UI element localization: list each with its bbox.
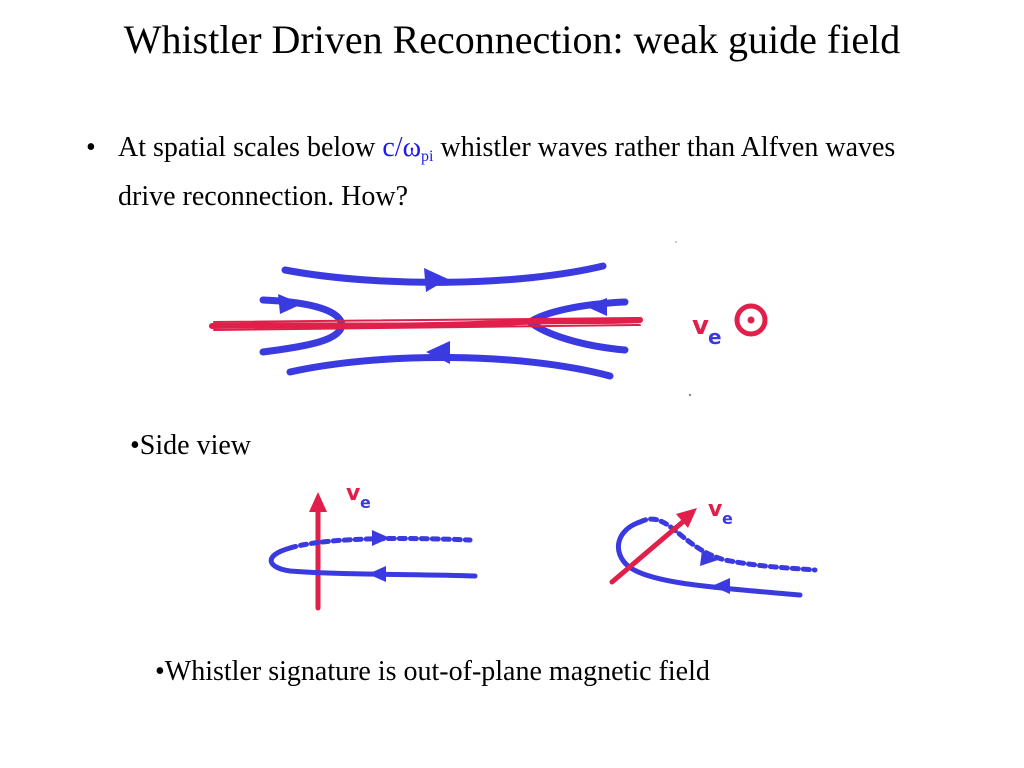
right-velocity-arrowhead: [676, 508, 697, 528]
bullet-text: At spatial scales below c/ωpi whistler w…: [118, 128, 908, 217]
upper-field-arrow: [424, 268, 448, 292]
left-solid-field-line: [268, 545, 478, 579]
bullet-marker: •: [86, 132, 96, 163]
current-sheet-texture: [213, 317, 641, 331]
right-velocity-label-subscript: e: [722, 509, 733, 528]
right-solid-arrow: [712, 578, 730, 594]
out-of-plane-dot-icon: [747, 316, 755, 324]
right-dotted-arrow: [700, 550, 718, 566]
inverse-plasma-frequency-symbol: c/ωpi: [382, 132, 434, 165]
whistler-signature-caption: •Whistler signature is out-of-plane magn…: [155, 656, 710, 687]
right-velocity-arrow-shaft: [609, 517, 688, 585]
stray-mark: [688, 393, 692, 397]
left-inner-arrow: [278, 294, 302, 314]
velocity-label-subscript: e: [708, 325, 722, 349]
symbol-main: c/ω: [382, 132, 422, 163]
symbol-subscript: pi: [421, 148, 434, 165]
left-velocity-label-subscript: e: [360, 493, 371, 512]
velocity-label-main: v: [692, 311, 709, 341]
upper-field-line: [281, 262, 607, 286]
left-velocity-label-main: v: [346, 481, 361, 506]
lower-field-arrow: [426, 341, 450, 364]
right-solid-field-line: [616, 519, 803, 598]
left-velocity-arrowhead: [309, 492, 327, 512]
left-dotted-arrow: [372, 530, 390, 546]
slide-title: Whistler Driven Reconnection: weak guide…: [123, 17, 901, 62]
right-velocity-label-main: v: [708, 497, 723, 522]
out-of-plane-circle-icon: [734, 303, 768, 337]
right-dotted-field-line: [637, 516, 818, 573]
bullet-text-after: whistler waves rather than Alfven waves …: [118, 132, 896, 212]
stray-mark: [675, 241, 677, 243]
right-inner-arrow: [585, 298, 607, 316]
left-solid-arrow: [368, 566, 386, 582]
side-view-caption: •Side view: [130, 430, 252, 461]
bullet-text-before: At spatial scales below: [118, 132, 383, 163]
current-sheet-line: [209, 317, 643, 329]
